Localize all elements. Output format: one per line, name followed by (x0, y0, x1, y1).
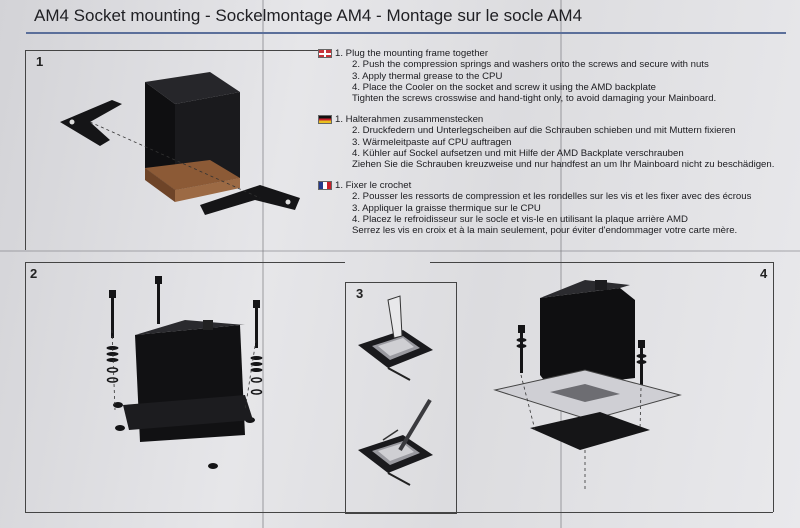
step-number: 1 (36, 54, 44, 69)
cpu-socket (550, 384, 620, 402)
french-instructions: 1. Fixer le crochet 2. Pousser les resso… (318, 180, 751, 236)
instruction-line: 4. Kühler auf Sockel aufsetzen und mit H… (352, 147, 684, 159)
instruction-line: 2. Pousser les ressorts de compression e… (352, 191, 752, 203)
copper-base (145, 160, 240, 190)
step-4-frame (773, 262, 774, 512)
instruction-line: 1. Fixer le crochet (335, 180, 412, 191)
bottom-frame (25, 512, 773, 513)
step-1-frame (25, 50, 26, 250)
step-4-frame (430, 262, 773, 263)
step-3-illustration (358, 295, 433, 486)
cooler-front (145, 82, 175, 190)
cpu-socket-grease (358, 398, 433, 486)
mounting-bracket-left (60, 100, 122, 146)
instruction-line: 1. Halterahmen zusammenstecken (335, 114, 484, 125)
cpu-socket-open (358, 295, 433, 381)
cooler-mount-plate (123, 395, 253, 430)
instruction-line: 3. Appliquer la graisse thermique sur le… (352, 202, 541, 214)
step-number: 3 (356, 286, 364, 301)
instruction-line: 3. Apply thermal grease to the CPU (352, 70, 503, 82)
step-3-frame (345, 282, 457, 514)
german-flag-icon (318, 115, 332, 125)
mounting-bracket-right (200, 185, 300, 215)
step-1-frame (25, 50, 320, 51)
step-2-frame (25, 262, 345, 263)
french-flag-icon (318, 181, 332, 191)
title-underline (26, 32, 786, 34)
step-number: 4 (760, 266, 768, 281)
german-instructions: 1. Halterahmen zusammenstecken 2. Druckf… (318, 114, 774, 170)
instruction-line: 4. Placez le refroidisseur sur le socle … (352, 213, 688, 225)
screw-left (516, 325, 527, 373)
paper-fold (262, 0, 264, 528)
step-number: 2 (30, 266, 38, 281)
grease-applicator (398, 398, 432, 452)
instruction-note: Ziehen Sie die Schrauben kreuzweise und … (352, 159, 775, 171)
step-2-frame (25, 262, 26, 512)
backplate (530, 412, 650, 450)
step-2-illustration (106, 276, 263, 469)
screw-left (106, 290, 125, 431)
step-1-illustration (60, 72, 300, 215)
page-title: AM4 Socket mounting - Sockelmontage AM4 … (34, 6, 583, 25)
instruction-line: 4. Place the Cooler on the socket and sc… (352, 81, 656, 93)
cooler-body (540, 288, 635, 388)
instruction-line: 2. Push the compression springs and wash… (352, 59, 709, 71)
english-instructions: 1. Plug the mounting frame together 2. P… (318, 48, 716, 104)
screw-middle (155, 276, 162, 324)
uk-flag-icon (318, 49, 332, 59)
screw-right (636, 340, 647, 388)
instruction-line: 2. Druckfedern und Unterlegscheiben auf … (352, 125, 736, 137)
instruction-note: Tighten the screws crosswise and hand-ti… (352, 93, 717, 105)
socket-lever (387, 295, 403, 339)
instruction-note: Serrez les vis en croix et à la main seu… (352, 225, 738, 237)
paper-fold (0, 250, 800, 252)
instruction-line: 1. Plug the mounting frame together (335, 48, 489, 59)
instruction-line: 3. Wärmeleitpaste auf CPU auftragen (352, 136, 512, 148)
step-4-illustration (493, 280, 682, 492)
cooler-top (145, 72, 240, 104)
paper-fold (560, 0, 562, 528)
